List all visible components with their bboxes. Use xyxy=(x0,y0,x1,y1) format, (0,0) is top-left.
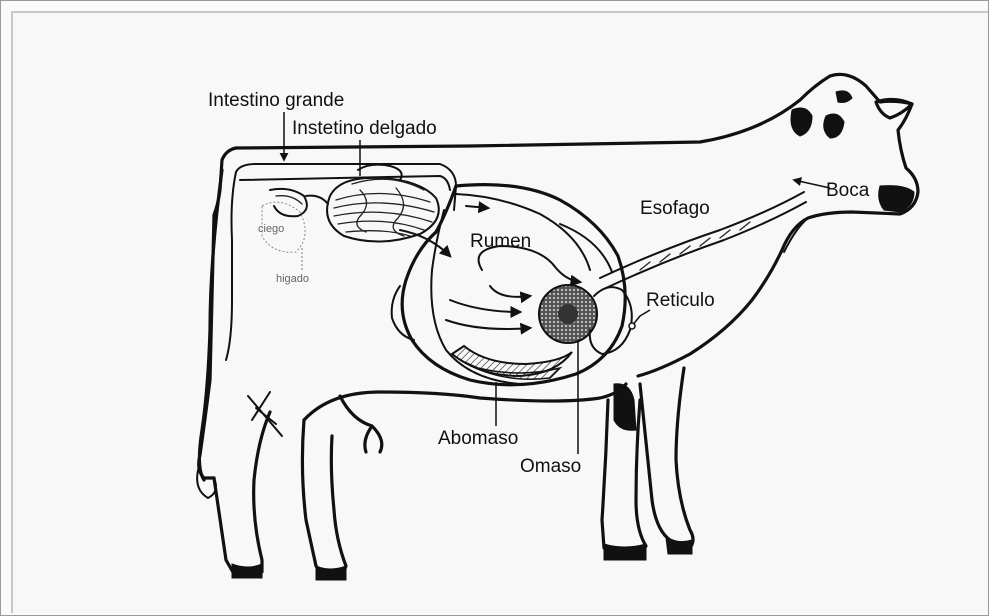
label-boca: Boca xyxy=(826,180,870,201)
label-esofago: Esofago xyxy=(640,198,710,219)
cow-fore-leg-2 xyxy=(640,368,693,548)
faint-label-higado: higado xyxy=(276,273,309,285)
rumen-fold-4 xyxy=(560,224,612,272)
flow-arrow-4 xyxy=(446,320,530,329)
cow-head-spot xyxy=(824,114,844,138)
flow-arrow-3 xyxy=(450,300,520,312)
cow-head xyxy=(638,74,918,376)
leader-boca xyxy=(794,180,830,188)
label-omaso: Omaso xyxy=(520,456,581,477)
label-intestino-grande: Intestino grande xyxy=(208,90,344,111)
esophagus-shading xyxy=(640,222,750,270)
cow-hoof-1 xyxy=(316,566,346,580)
reticulo-marker xyxy=(629,323,635,329)
label-rumen: Rumen xyxy=(470,231,531,252)
cow-throat xyxy=(784,218,808,252)
cow-tail xyxy=(199,170,222,480)
flow-arrow-6 xyxy=(466,206,488,208)
rumen-wall xyxy=(402,185,625,385)
cow-head-spot-2 xyxy=(836,91,852,103)
cow-eye-patch xyxy=(791,108,812,136)
label-intestino-delgado: Instetino delgado xyxy=(292,118,437,139)
cow-hoof-3 xyxy=(604,544,646,560)
flow-arrow-2 xyxy=(490,286,530,297)
label-reticulo: Reticulo xyxy=(646,290,715,311)
digestive-tract: ciego higado xyxy=(226,164,806,385)
omasum-center xyxy=(558,304,578,324)
cow-hind-leg xyxy=(302,420,346,576)
large-intestine-descend xyxy=(226,172,236,360)
cow-leg-patch xyxy=(614,384,636,430)
cow-hind-leg-rear xyxy=(214,412,270,576)
faint-label-ciego: ciego xyxy=(258,223,284,235)
cow-hoof-2 xyxy=(232,564,262,578)
cow-hoof-4 xyxy=(666,538,692,554)
label-abomaso: Abomaso xyxy=(438,428,518,449)
cow-udder xyxy=(340,396,382,452)
